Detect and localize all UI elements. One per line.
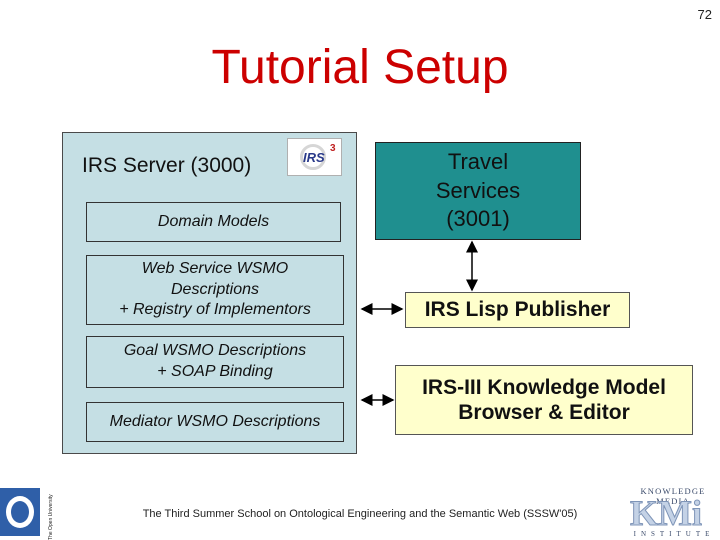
page-number: 72 bbox=[697, 7, 712, 22]
open-university-logo bbox=[0, 488, 40, 536]
irs-logo: IRS 3 bbox=[287, 138, 342, 176]
mediator-descriptions-box: Mediator WSMO Descriptions bbox=[86, 402, 344, 442]
slide-footer: The Third Summer School on Ontological E… bbox=[142, 508, 578, 520]
irs-logo-ring bbox=[300, 144, 326, 170]
travel-services-box: Travel Services (3001) bbox=[375, 142, 581, 240]
kmi-wordmark: KMi bbox=[630, 493, 703, 533]
irs-logo-superscript: 3 bbox=[330, 143, 336, 154]
open-university-label: The Open University bbox=[48, 494, 54, 540]
knowledge-model-browser-box: IRS-III Knowledge Model Browser & Editor bbox=[395, 365, 693, 435]
goal-descriptions-box: Goal WSMO Descriptions + SOAP Binding bbox=[86, 336, 344, 388]
slide-title: Tutorial Setup bbox=[211, 41, 509, 94]
kmi-institute: INSTITUTE bbox=[633, 530, 715, 538]
domain-models-box: Domain Models bbox=[86, 202, 341, 242]
kmi-logo: KNOWLEDGE MEDIA KMi INSTITUTE bbox=[622, 486, 720, 540]
open-university-text: The Open University bbox=[42, 470, 54, 540]
irs-lisp-publisher-box: IRS Lisp Publisher bbox=[405, 292, 630, 328]
web-service-descriptions-box: Web Service WSMO Descriptions + Registry… bbox=[86, 255, 344, 325]
irs-logo-text: IRS bbox=[303, 150, 325, 165]
kmi-name: KNOWLEDGE MEDIA bbox=[640, 486, 706, 506]
irs-server-title: IRS Server (3000) bbox=[82, 154, 252, 177]
